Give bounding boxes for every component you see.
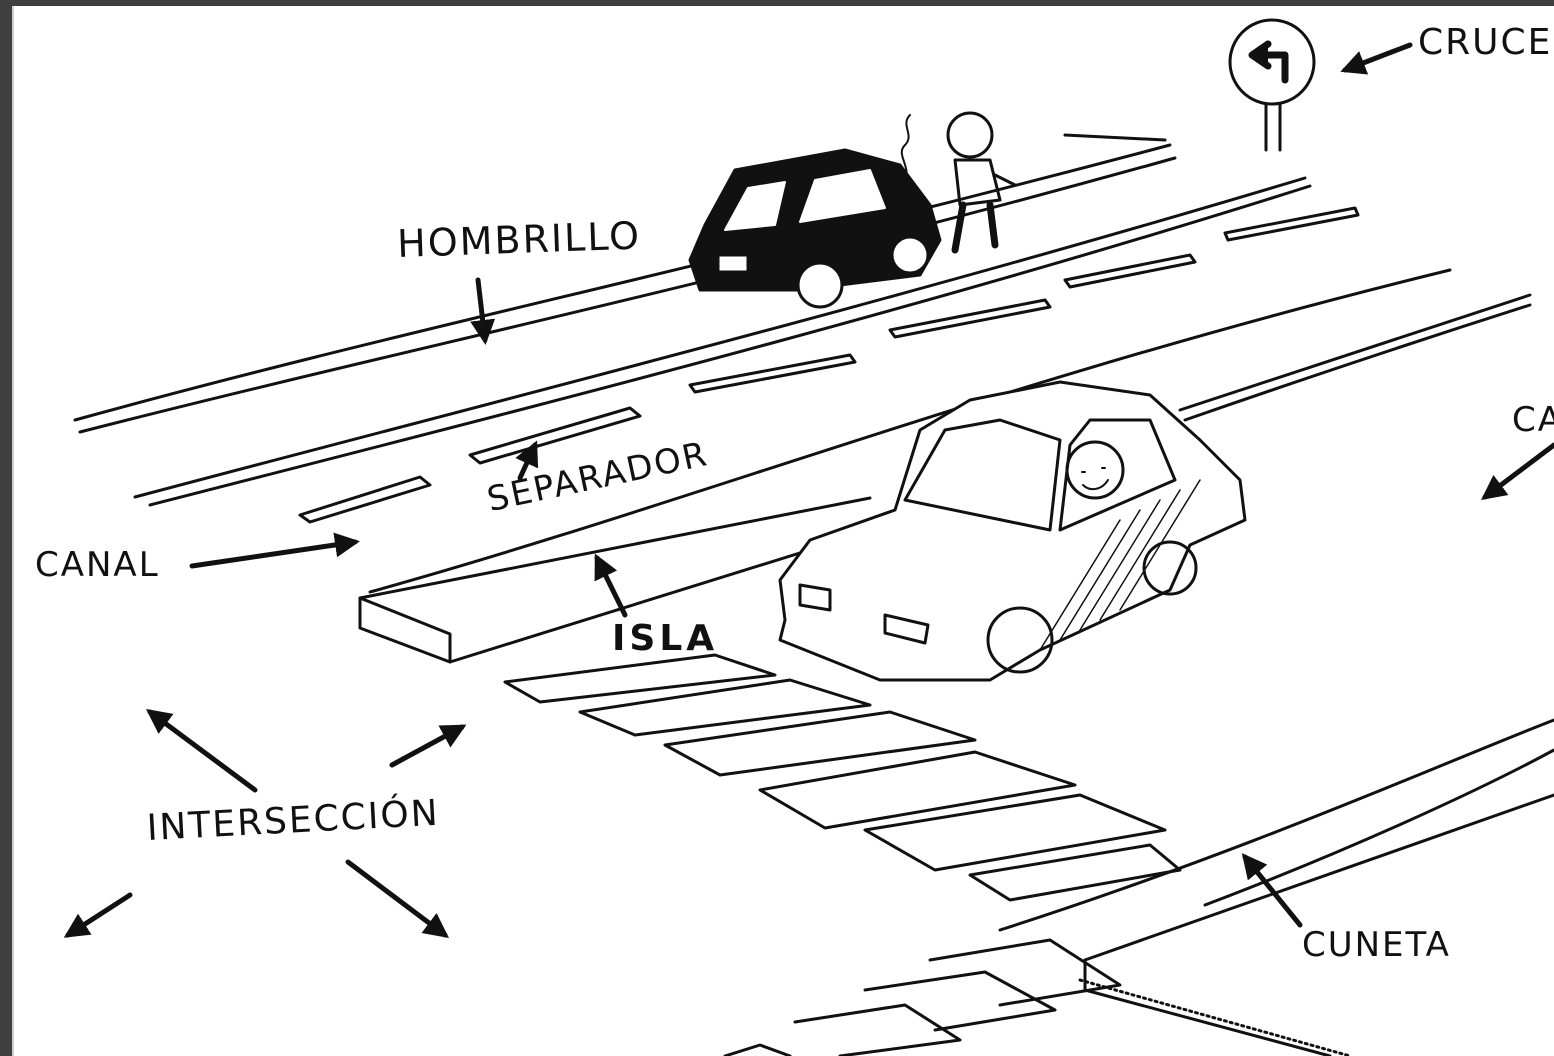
label-hombrillo: HOMBRILLO — [396, 213, 642, 266]
black-car-wheel — [890, 235, 930, 275]
crosswalk-stripe — [578, 678, 872, 737]
lower-road-line-3 — [1183, 303, 1532, 422]
label-isla: ISLA — [612, 618, 719, 659]
black-car-wheel — [796, 261, 844, 309]
driver-face — [1081, 467, 1109, 491]
frame-top-border — [0, 0, 1554, 6]
separator-dash — [298, 475, 432, 524]
white-car-wheel — [986, 606, 1054, 674]
lane-dash — [688, 353, 857, 394]
curb-gutter — [1078, 978, 1352, 1056]
hombrillo-arrow — [470, 277, 496, 345]
shoulder-line-1 — [73, 143, 1172, 422]
island-top — [358, 496, 872, 600]
label-ca-cropped: CA — [1512, 400, 1554, 440]
lower-road-line-1 — [368, 268, 1452, 594]
person-arm — [993, 173, 1017, 187]
crosswalk-stripe — [968, 843, 1182, 902]
sign-circle — [1228, 18, 1316, 106]
lane-dash — [888, 298, 1052, 339]
crosswalk-stripe — [663, 710, 977, 777]
sign-post — [1264, 102, 1282, 152]
interseccion-arrow-ne — [389, 724, 467, 768]
curb-line-1 — [998, 718, 1554, 932]
crosswalk-stripe — [863, 970, 1057, 1032]
shoulder-edge — [1063, 133, 1167, 142]
crosswalk-stripe — [793, 1003, 962, 1056]
interseccion-arrow-se — [345, 859, 449, 939]
cruce-arrow — [1340, 42, 1413, 75]
interseccion-arrow-sw — [63, 892, 133, 938]
canal-arrow — [189, 532, 360, 569]
frame-inner-edge — [12, 6, 14, 1056]
crosswalk-stripe — [863, 793, 1167, 872]
lane-dash — [1063, 253, 1197, 289]
white-car-window — [903, 418, 1062, 532]
separator-dash — [468, 406, 642, 465]
crosswalk-stripe — [758, 750, 1077, 830]
person-legs — [951, 201, 999, 254]
white-car-window — [1058, 418, 1177, 532]
person-head — [946, 111, 994, 159]
crosswalk-stripe — [723, 1043, 792, 1056]
island-front — [358, 596, 452, 664]
label-cuneta: CUNETA — [1302, 925, 1451, 965]
curb-edge — [1083, 793, 1554, 962]
crosswalk-stripe — [503, 653, 777, 704]
ca-arrow — [1481, 442, 1554, 501]
white-car-headlight — [883, 613, 930, 645]
white-car-body — [778, 380, 1247, 682]
black-car-window — [724, 181, 786, 231]
smoke-squiggle — [900, 114, 911, 186]
cuneta-arrow — [1241, 853, 1303, 928]
white-car-wheel — [1142, 540, 1198, 596]
curb-edge-2 — [1083, 958, 1332, 1056]
curb-line-2 — [1203, 748, 1554, 907]
white-car-headlight — [798, 583, 832, 612]
driver-head — [1065, 440, 1125, 500]
road-edge-line-2 — [148, 184, 1312, 507]
interseccion-arrow-nw — [145, 709, 258, 793]
car-hatching — [1039, 479, 1201, 651]
lower-road-line-2 — [1178, 293, 1532, 412]
black-car-plate — [716, 253, 750, 274]
shoulder-line-2 — [78, 156, 1177, 434]
label-canal: CANAL — [35, 545, 160, 585]
isla-arrow — [594, 553, 628, 618]
black-car-window — [799, 169, 886, 223]
lane-dash — [1223, 206, 1360, 242]
road-edge-line — [133, 176, 1307, 499]
frame-left-border — [0, 0, 12, 1056]
separador-arrow — [515, 440, 539, 481]
label-cruce: CRUCE — [1418, 22, 1553, 63]
left-turn-arrow-icon — [1248, 40, 1289, 84]
person-body — [953, 158, 1002, 207]
